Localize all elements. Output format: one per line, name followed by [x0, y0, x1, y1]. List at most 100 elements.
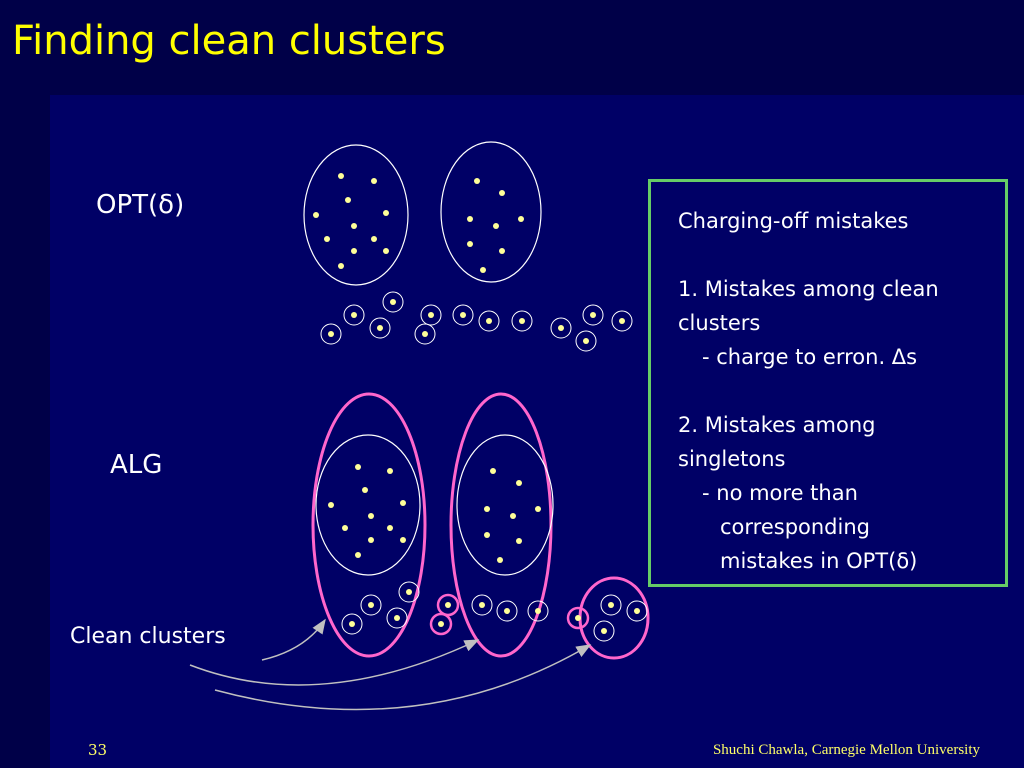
- point-dot: [406, 589, 412, 595]
- singleton-ring: [582, 304, 604, 326]
- singleton-ring: [496, 600, 518, 622]
- clean-cluster-arrows: [189, 618, 592, 711]
- charging-off-box: [648, 179, 1008, 587]
- point-dot: [324, 236, 330, 242]
- item2-sub2: corresponding: [720, 515, 870, 539]
- singleton-ring: [550, 317, 572, 339]
- item2-sub1: - no more than: [702, 481, 858, 505]
- clean-cluster-arrow: [261, 618, 326, 661]
- singleton-ring: [320, 323, 342, 345]
- point-dot: [351, 248, 357, 254]
- point-dot: [387, 525, 393, 531]
- point-dot: [499, 190, 505, 196]
- clean-cluster-arrow: [189, 639, 480, 686]
- point-dot: [338, 173, 344, 179]
- point-dot: [504, 608, 510, 614]
- point-dot: [383, 248, 389, 254]
- clean-cluster-2: [456, 434, 554, 576]
- point-dot: [479, 602, 485, 608]
- point-dot: [394, 615, 400, 621]
- point-dot: [499, 248, 505, 254]
- box-heading: Charging-off mistakes: [678, 209, 909, 233]
- point-dot: [590, 312, 596, 318]
- point-dot: [438, 621, 444, 627]
- title-band: [0, 0, 1024, 95]
- point-dot: [328, 331, 334, 337]
- clean-clusters-label: Clean clusters: [70, 624, 226, 649]
- point-dot: [400, 500, 406, 506]
- point-dot: [474, 178, 480, 184]
- point-dot: [428, 312, 434, 318]
- item2-line1: 2. Mistakes among: [678, 413, 876, 437]
- point-dot: [480, 267, 486, 273]
- point-dot: [558, 325, 564, 331]
- singleton-ring: [566, 606, 590, 630]
- point-dot: [634, 608, 640, 614]
- singleton-ring: [452, 304, 474, 326]
- singleton-ring: [600, 594, 622, 616]
- point-dot: [351, 312, 357, 318]
- point-dot: [445, 602, 451, 608]
- point-dot: [355, 464, 361, 470]
- point-dot: [575, 615, 581, 621]
- point-dot: [467, 241, 473, 247]
- item2-sub3: mistakes in OPT(δ): [720, 549, 918, 573]
- alg-clustering: [311, 392, 650, 660]
- singleton-ring: [360, 594, 382, 616]
- point-dot: [345, 197, 351, 203]
- singleton-ring: [420, 304, 442, 326]
- opt-label: OPT(δ): [96, 190, 185, 220]
- slide-title: Finding clean clusters: [12, 18, 446, 64]
- singleton-ring: [341, 613, 363, 635]
- point-dot: [422, 331, 428, 337]
- singleton-ring: [429, 612, 453, 636]
- point-dot: [349, 621, 355, 627]
- point-dot: [484, 506, 490, 512]
- singleton-ring: [436, 593, 460, 617]
- point-dot: [377, 325, 383, 331]
- point-dot: [371, 178, 377, 184]
- point-dot: [460, 312, 466, 318]
- point-dot: [383, 210, 389, 216]
- point-dot: [486, 318, 492, 324]
- opt-cluster-2: [440, 141, 542, 283]
- point-dot: [371, 236, 377, 242]
- point-dot: [342, 525, 348, 531]
- alg-label: ALG: [110, 450, 163, 480]
- point-dot: [351, 223, 357, 229]
- charging-off-text: Charging-off mistakes 1. Mistakes among …: [678, 204, 939, 578]
- point-dot: [355, 552, 361, 558]
- singleton-ring: [369, 317, 391, 339]
- singleton-ring: [398, 581, 420, 603]
- point-dot: [510, 513, 516, 519]
- opt-cluster-1: [303, 144, 409, 286]
- box-spacer: [678, 374, 939, 408]
- point-dot: [368, 513, 374, 519]
- point-dot: [516, 480, 522, 486]
- singleton-ring: [527, 600, 549, 622]
- alg-cluster-3: [578, 576, 650, 660]
- singleton-ring: [575, 330, 597, 352]
- point-dot: [368, 602, 374, 608]
- left-band: [0, 95, 50, 768]
- item1-sub: - charge to erron. Δs: [702, 345, 918, 369]
- singleton-ring: [511, 310, 533, 332]
- point-dot: [484, 532, 490, 538]
- singleton-ring: [471, 594, 493, 616]
- point-dot: [338, 263, 344, 269]
- singleton-ring: [343, 304, 365, 326]
- item1-line1: 1. Mistakes among clean: [678, 277, 939, 301]
- singleton-ring: [382, 291, 404, 313]
- point-dot: [518, 216, 524, 222]
- singleton-ring: [626, 600, 648, 622]
- item2-line2: singletons: [678, 447, 786, 471]
- page-number: 33: [88, 741, 108, 759]
- singleton-ring: [386, 607, 408, 629]
- singleton-ring: [478, 310, 500, 332]
- point-dot: [619, 318, 625, 324]
- point-dot: [362, 487, 368, 493]
- opt-clustering: [303, 141, 633, 352]
- singleton-ring: [593, 620, 615, 642]
- box-spacer: [678, 238, 939, 272]
